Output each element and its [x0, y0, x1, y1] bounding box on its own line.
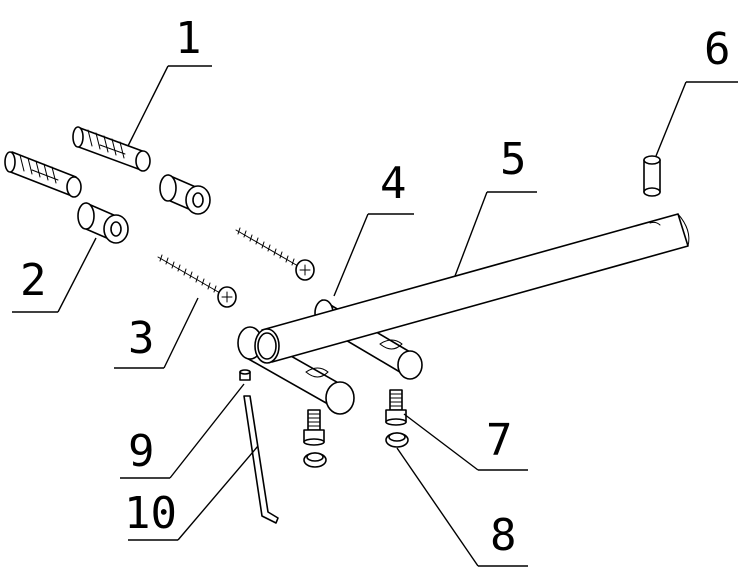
leader-line-3 — [163, 297, 199, 369]
callout-8: 8 — [490, 510, 517, 561]
callout-3: 3 — [128, 313, 155, 364]
set-screw-right — [385, 389, 407, 426]
leader-line-4 — [333, 213, 369, 297]
callout-5: 5 — [500, 134, 527, 185]
leader-line-9 — [169, 383, 245, 479]
leader-line-1 — [127, 65, 169, 147]
leader-line-7 — [403, 413, 479, 471]
leader-line-10 — [177, 445, 259, 541]
grub-screw — [239, 369, 251, 381]
screw-cover-cap-left — [303, 452, 327, 468]
end-cap-pin — [643, 155, 661, 197]
callout-9: 9 — [128, 426, 155, 477]
hex-key — [243, 395, 279, 524]
leader-line-6 — [655, 81, 687, 157]
main-bar-tube — [254, 213, 690, 364]
screw-lower — [157, 254, 237, 308]
spacer-sleeve-lower — [77, 202, 129, 244]
screw-upper — [235, 227, 315, 281]
callout-10: 10 — [124, 488, 177, 539]
callout-4: 4 — [380, 158, 407, 209]
callout-6: 6 — [704, 24, 731, 75]
spacer-sleeve-upper — [159, 174, 211, 215]
leader-line-8 — [396, 447, 479, 567]
leader-line-5 — [454, 191, 488, 277]
wall-anchor-2 — [4, 151, 82, 198]
callout-7: 7 — [486, 415, 513, 466]
wall-anchor-1 — [72, 126, 151, 172]
set-screw-left — [303, 409, 325, 446]
leader-line-2 — [57, 237, 97, 313]
callout-2: 2 — [20, 255, 47, 306]
callout-1: 1 — [175, 13, 202, 64]
screw-cover-cap-right — [385, 432, 409, 448]
